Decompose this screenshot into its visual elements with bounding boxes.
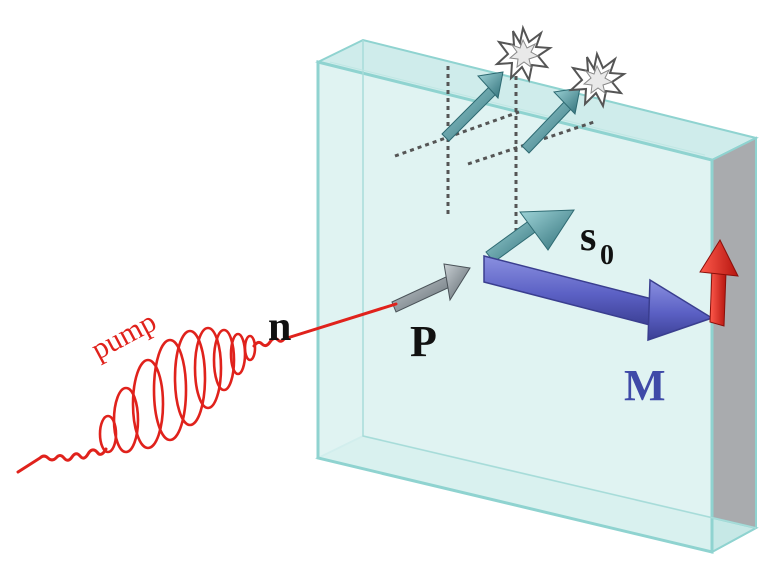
P-label: P: [410, 317, 437, 366]
s0-arrow: [485, 209, 575, 263]
magnetization-arrow: [699, 238, 739, 327]
pump-beam: [16, 302, 398, 474]
pump-lead: [252, 336, 286, 348]
slab-back-edges: [362, 40, 757, 529]
spin-arrow-2: [521, 87, 581, 154]
s0-label: s 0: [580, 214, 614, 271]
burst-icon: [494, 24, 553, 83]
n-label: n: [268, 304, 291, 350]
slab-front-face: [316, 60, 714, 554]
pump-ray: [282, 302, 398, 341]
burst-icon: [568, 50, 627, 109]
P-arrow: [391, 263, 471, 313]
glass-slab: [315, 38, 759, 554]
s0-label-subscript: 0: [600, 240, 614, 271]
s0-label-base: s: [580, 214, 596, 260]
slab-side-face: [711, 136, 757, 554]
pump-label: pump: [86, 305, 162, 366]
M-label: M: [624, 361, 666, 410]
pump-wavepacket: [98, 326, 257, 454]
M-arrow: [483, 255, 714, 342]
spin-arrow-1: [441, 71, 504, 142]
pump-tail: [16, 447, 108, 474]
